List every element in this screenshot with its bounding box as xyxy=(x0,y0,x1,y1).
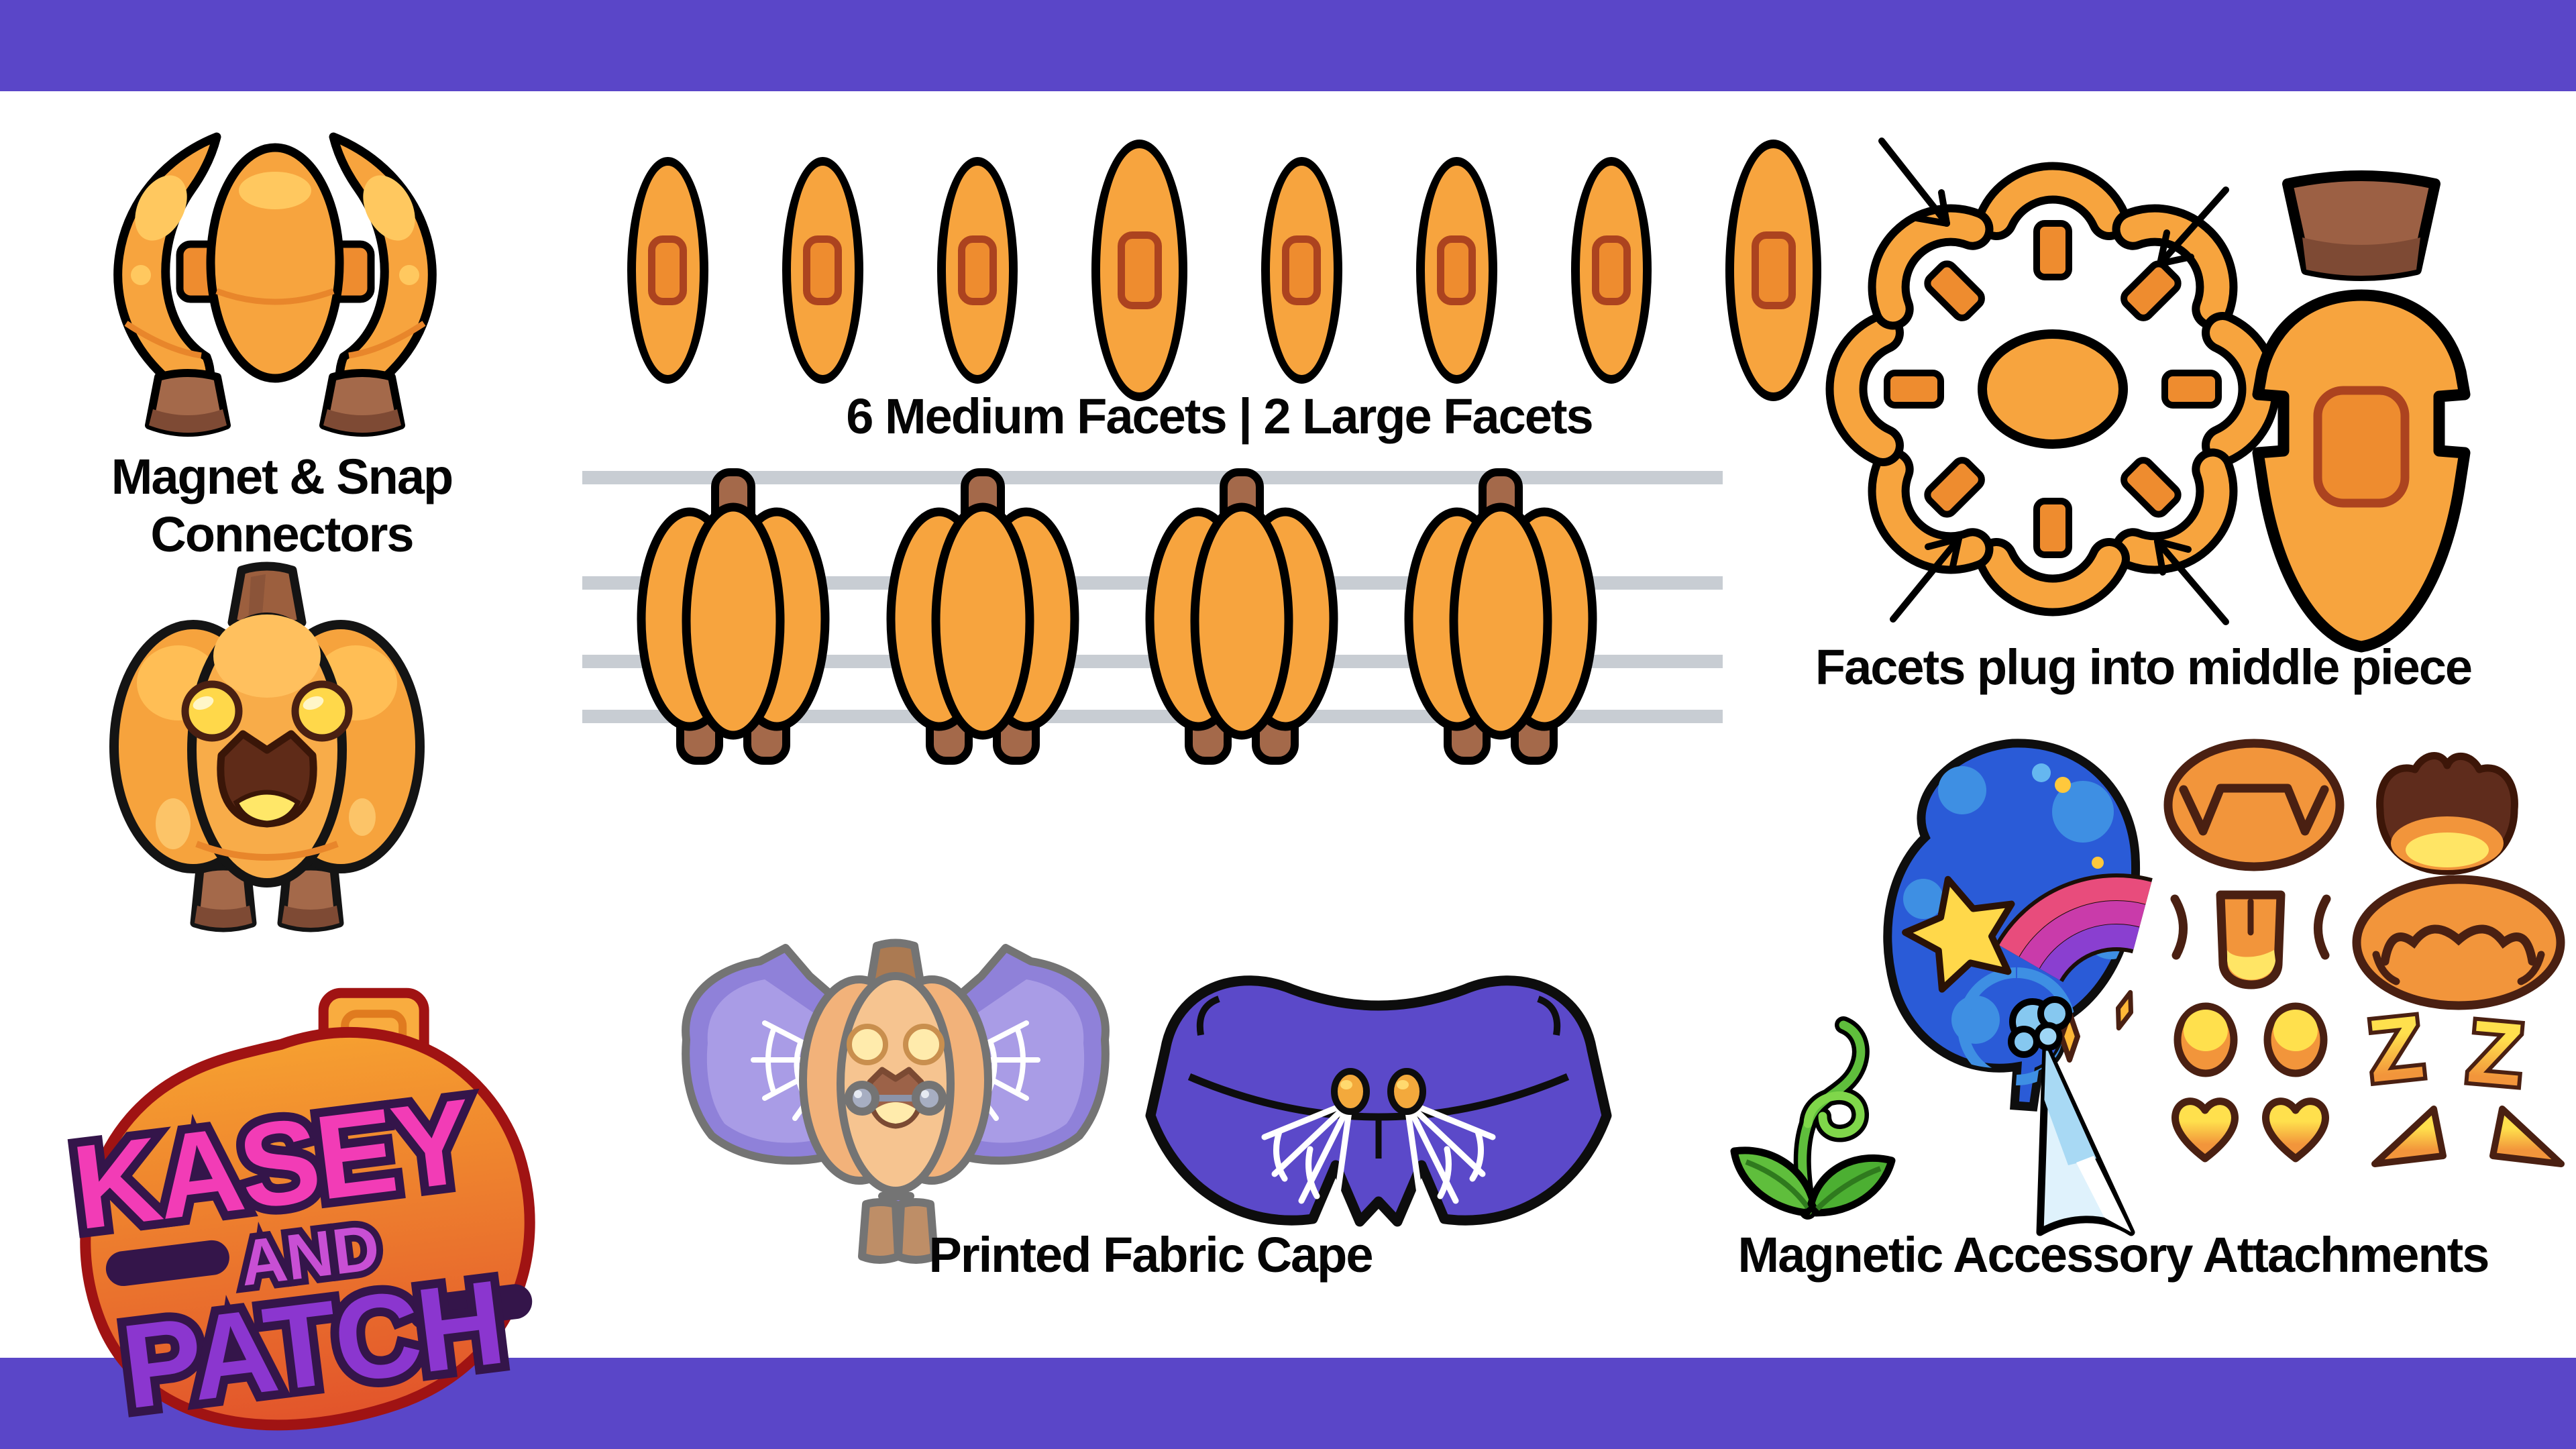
plug-diagram xyxy=(1872,124,2234,634)
heart-eye xyxy=(2171,1097,2239,1163)
cape-clasps xyxy=(845,1081,947,1116)
connectors-illustration xyxy=(79,129,472,441)
flat-cape xyxy=(1137,936,1620,1251)
cape-silhouette xyxy=(1145,975,1612,1227)
facet-medium xyxy=(1261,156,1342,384)
angry-eye xyxy=(2371,1106,2447,1167)
top-bar xyxy=(0,0,2576,91)
middle-piece-side-view xyxy=(2247,169,2475,659)
cape-label: Printed Fabric Cape xyxy=(928,1227,1373,1283)
facet-pad xyxy=(1437,235,1477,305)
connectors-label: Magnet & Snap Connectors xyxy=(80,448,483,564)
center-egg-facet xyxy=(206,143,344,383)
fang-mouth xyxy=(2163,739,2345,871)
pumpkin-mouth xyxy=(217,730,317,828)
pumpkin-character xyxy=(99,555,435,938)
cape-buttons xyxy=(1331,1068,1426,1115)
hat-pom xyxy=(2008,996,2072,1058)
connector-pad xyxy=(2313,386,2410,508)
plug-label: Facets plug into middle piece xyxy=(1815,639,2473,695)
facet-large xyxy=(1091,139,1187,401)
pumpkin-feet xyxy=(190,861,344,932)
facet-medium xyxy=(1415,156,1497,384)
logo: KASEY AND PATCH xyxy=(20,979,584,1449)
sleep-z-letters: Z Z xyxy=(2359,993,2530,1108)
svg-text:Z: Z xyxy=(2363,997,2428,1101)
pumpkin-turnaround-view-1 xyxy=(641,472,825,761)
spiderweb-print-right xyxy=(1403,1099,1496,1216)
accessory-plant-sprout xyxy=(1707,979,1929,1221)
pumpkin-turnaround-view-2 xyxy=(891,472,1075,761)
facet-medium xyxy=(782,156,863,384)
spiderweb-print-left xyxy=(1261,1099,1354,1216)
facet-pad xyxy=(803,235,843,305)
caped-pumpkin-preview xyxy=(661,922,1130,1271)
face-accessory-grid: Z Z xyxy=(2147,735,2576,1177)
connectors-label-line1: Magnet & Snap xyxy=(111,449,453,504)
accessory-party-hat xyxy=(1962,983,2163,1251)
facet-pad xyxy=(1592,235,1631,305)
oval-eye xyxy=(2263,1002,2328,1077)
facet-large xyxy=(1725,139,1821,401)
facets-label: 6 Medium Facets | 2 Large Facets xyxy=(846,388,1593,444)
facet-pad xyxy=(958,235,998,305)
tongue-out-mouth xyxy=(2170,890,2331,989)
logo-dash-left xyxy=(105,1240,229,1287)
pumpkin-turnaround xyxy=(582,466,1723,769)
facet-medium xyxy=(1570,156,1652,384)
facet-pad xyxy=(1117,231,1162,309)
facet-pad xyxy=(648,235,688,305)
middle-piece-stem xyxy=(2282,170,2440,281)
brain-rainbow xyxy=(1995,873,2153,983)
facet-medium xyxy=(627,156,708,384)
plush-foot-right xyxy=(319,369,405,437)
open-scream-mouth xyxy=(2376,752,2518,875)
sprout-leaf-vein xyxy=(1815,1166,1882,1211)
guide-line xyxy=(582,471,1723,484)
hat-stripes xyxy=(2040,1046,2131,1232)
connectors-label-line2: Connectors xyxy=(150,506,414,562)
brain-star xyxy=(1902,875,2015,993)
pumpkin-eyes xyxy=(181,680,353,742)
accessory-brain xyxy=(1862,731,2163,1154)
facet-pad xyxy=(1751,231,1796,309)
inward-arrow-icons xyxy=(1878,138,2229,625)
sprout-leaf-vein xyxy=(1745,1159,1811,1210)
logo-dash-right xyxy=(409,1284,533,1330)
svg-text:Z: Z xyxy=(2464,1002,2526,1104)
cape-collar-lines xyxy=(1187,996,1570,1159)
oval-eye xyxy=(2174,1002,2238,1077)
middle-piece-core xyxy=(1978,329,2128,449)
facet-medium xyxy=(936,156,1018,384)
facet-pad xyxy=(1282,235,1322,305)
heart-eye xyxy=(2262,1097,2329,1163)
angry-eye xyxy=(2489,1106,2565,1167)
plush-foot-left xyxy=(145,369,231,437)
facet-row xyxy=(627,138,1821,402)
grimace-mouth xyxy=(2352,875,2565,1010)
pumpkin-turnaround-view-4 xyxy=(1409,472,1593,761)
accessories-label: Magnetic Accessory Attachments xyxy=(1737,1227,2490,1283)
crescent-facet-right xyxy=(329,132,437,410)
pumpkin-turnaround-view-3 xyxy=(1150,472,1334,761)
